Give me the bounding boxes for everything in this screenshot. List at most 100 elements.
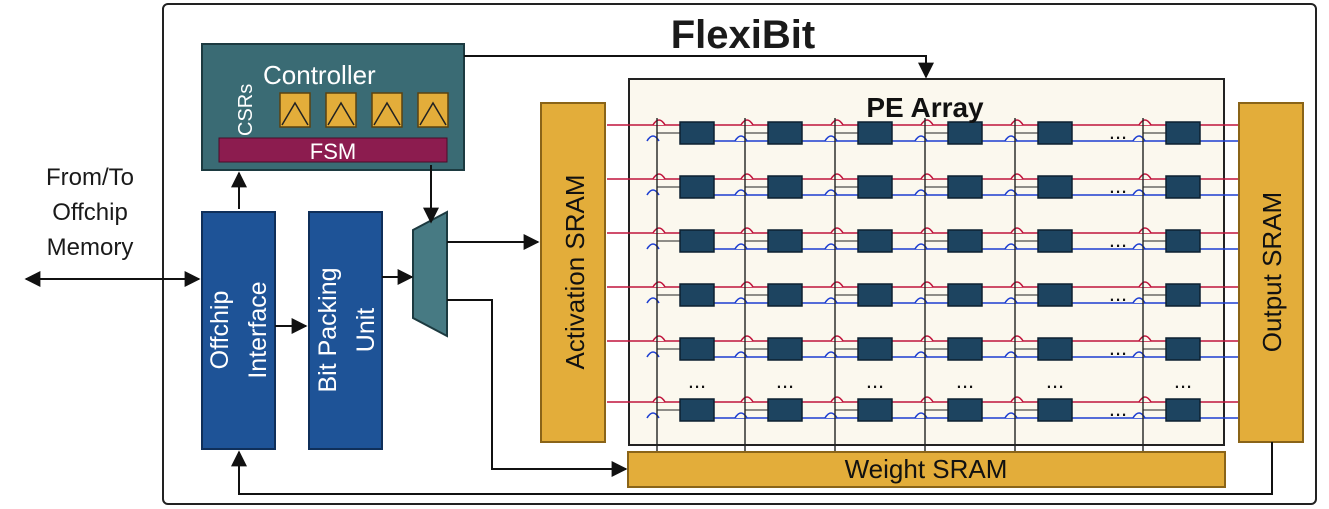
wire-crossover — [734, 297, 748, 304]
processing-element — [857, 337, 893, 361]
wire-crossover — [646, 189, 660, 196]
controller-to-pe-array-arrow — [464, 55, 934, 79]
wire-crossover — [646, 135, 660, 142]
wire-crossover — [1132, 189, 1146, 196]
wire-crossover — [740, 227, 754, 234]
processing-element — [1165, 283, 1201, 307]
wire-crossover — [646, 412, 660, 419]
wire-crossover — [1132, 412, 1146, 419]
wire-crossover — [646, 297, 660, 304]
processing-element — [947, 283, 983, 307]
wire-crossover — [920, 119, 934, 126]
pe-array-container — [628, 78, 1225, 446]
processing-element — [767, 121, 803, 145]
wire-crossover — [1004, 351, 1018, 358]
wire-crossover — [1004, 135, 1018, 142]
pe-array-ellipsis: ... — [956, 368, 974, 393]
pe-array-ellipsis: ... — [776, 368, 794, 393]
wire-crossover — [734, 351, 748, 358]
wire-crossover — [920, 281, 934, 288]
processing-element — [1165, 175, 1201, 199]
processing-element — [679, 337, 715, 361]
wire-crossover — [914, 297, 928, 304]
wire-crossover — [1132, 351, 1146, 358]
processing-element — [1037, 283, 1073, 307]
processing-element — [1037, 337, 1073, 361]
wire-crossover — [914, 189, 928, 196]
wire-crossover — [740, 173, 754, 180]
csrs-label: CSRs — [235, 84, 257, 136]
output-sram-label: Output SRAM — [1257, 192, 1287, 352]
wire-crossover — [1004, 243, 1018, 250]
fsm-block — [218, 137, 448, 163]
pe-array-label: PE Array — [866, 92, 984, 123]
processing-element — [679, 398, 715, 422]
wire-crossover — [920, 335, 934, 342]
processing-element — [767, 283, 803, 307]
offchip-interface-block: Offchip Interface — [201, 211, 276, 450]
offchip-interface-line2: Interface — [244, 281, 272, 378]
csr-clock-mark — [373, 101, 401, 126]
wire-crossover — [1010, 396, 1024, 403]
processing-element — [1165, 337, 1201, 361]
wire-crossover — [1010, 335, 1024, 342]
wire-crossover — [652, 119, 666, 126]
wire-crossover — [652, 281, 666, 288]
wire-crossover — [1138, 173, 1152, 180]
diagram-title: FlexiBit — [671, 13, 815, 57]
processing-element — [679, 229, 715, 253]
wire-crossover — [646, 243, 660, 250]
processing-element — [947, 175, 983, 199]
processing-element — [1037, 229, 1073, 253]
csr-clock-mark — [327, 101, 355, 126]
processing-element — [679, 283, 715, 307]
controller-block: Controller CSRs FSM — [201, 43, 465, 171]
processing-element — [1037, 175, 1073, 199]
multiplexer — [412, 210, 448, 338]
wire-crossover — [1138, 335, 1152, 342]
wire-crossover — [1138, 227, 1152, 234]
wire-crossover — [824, 243, 838, 250]
processing-element — [679, 121, 715, 145]
wire-crossover — [1004, 297, 1018, 304]
pe-array-ellipsis: ... — [1109, 173, 1127, 198]
wire-crossover — [914, 243, 928, 250]
controller-label: Controller — [263, 60, 376, 90]
wire-crossover — [914, 351, 928, 358]
wire-crossover — [830, 396, 844, 403]
external-memory-line2: Offchip — [52, 199, 128, 226]
wire-crossover — [824, 351, 838, 358]
wire-crossover — [1138, 119, 1152, 126]
connections — [24, 55, 1273, 495]
pe-array-ellipsis: ... — [866, 368, 884, 393]
wire-crossover — [734, 189, 748, 196]
processing-element — [767, 229, 803, 253]
wire-crossover — [1132, 297, 1146, 304]
wire-crossover — [734, 412, 748, 419]
wire-crossover — [830, 119, 844, 126]
wire-crossover — [830, 227, 844, 234]
wire-crossover — [1132, 243, 1146, 250]
wire-crossover — [824, 297, 838, 304]
processing-element — [947, 337, 983, 361]
processing-element — [857, 283, 893, 307]
processing-element — [767, 398, 803, 422]
pe-array-ellipsis: ... — [1109, 396, 1127, 421]
processing-element — [767, 337, 803, 361]
processing-element — [947, 398, 983, 422]
offchip-interface-line1: Offchip — [206, 291, 234, 370]
wire-crossover — [734, 243, 748, 250]
fsm-label: FSM — [310, 139, 356, 164]
csr-clock-mark — [419, 101, 447, 126]
wire-crossover — [824, 412, 838, 419]
wire-crossover — [652, 227, 666, 234]
bit-packing-line2: Unit — [352, 308, 380, 353]
processing-element — [1037, 398, 1073, 422]
wire-crossover — [652, 173, 666, 180]
wire-crossover — [734, 135, 748, 142]
processing-element — [1165, 229, 1201, 253]
pe-array-ellipsis: ... — [1109, 281, 1127, 306]
output-sram-block: Output SRAM — [1238, 102, 1304, 443]
